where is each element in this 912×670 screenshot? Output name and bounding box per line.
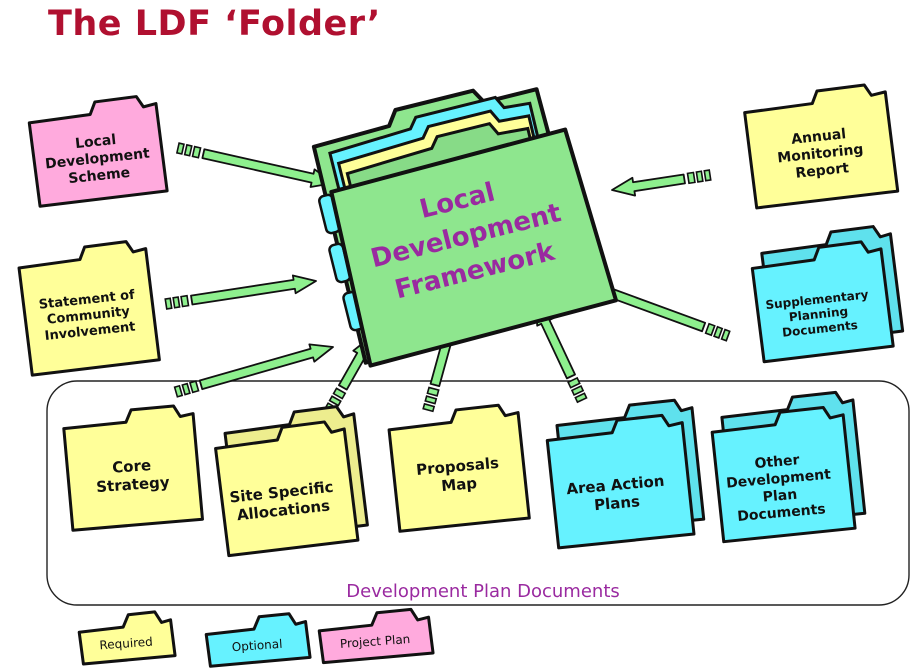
legend-item-required: Required [77, 610, 177, 666]
legend-item-project-plan: Project Plan [317, 607, 435, 665]
folder-label-line: Core [112, 456, 152, 477]
development-plan-documents-group [46, 380, 910, 606]
legend-label: Required [99, 635, 153, 653]
connector-arrow [164, 274, 317, 310]
page-title: The LDF ‘Folder’ [48, 4, 381, 44]
folder-front-cover [329, 127, 618, 368]
folder-label-line: Report [795, 160, 850, 182]
folder-label-line: Other [754, 452, 800, 472]
legend-label: Project Plan [339, 632, 410, 651]
legend-item-optional: Optional [204, 612, 312, 668]
folder-label-line: Scheme [68, 165, 131, 187]
connector-arrow [611, 169, 712, 197]
folder-label-line: Local [74, 132, 117, 152]
legend-label: Optional [231, 637, 283, 655]
folder-label-line: Plan [762, 487, 798, 506]
folder-label-line: Planning [788, 304, 848, 324]
folder-label-line: Documents [737, 501, 827, 525]
folder-label-line: Map [440, 474, 477, 495]
connector-arrow [173, 343, 334, 398]
group-label: Development Plan Documents [346, 581, 620, 602]
folder-label-line: Annual [790, 126, 846, 148]
folder-label-line: Strategy [96, 473, 171, 496]
folder-label-line: Plans [593, 492, 640, 514]
